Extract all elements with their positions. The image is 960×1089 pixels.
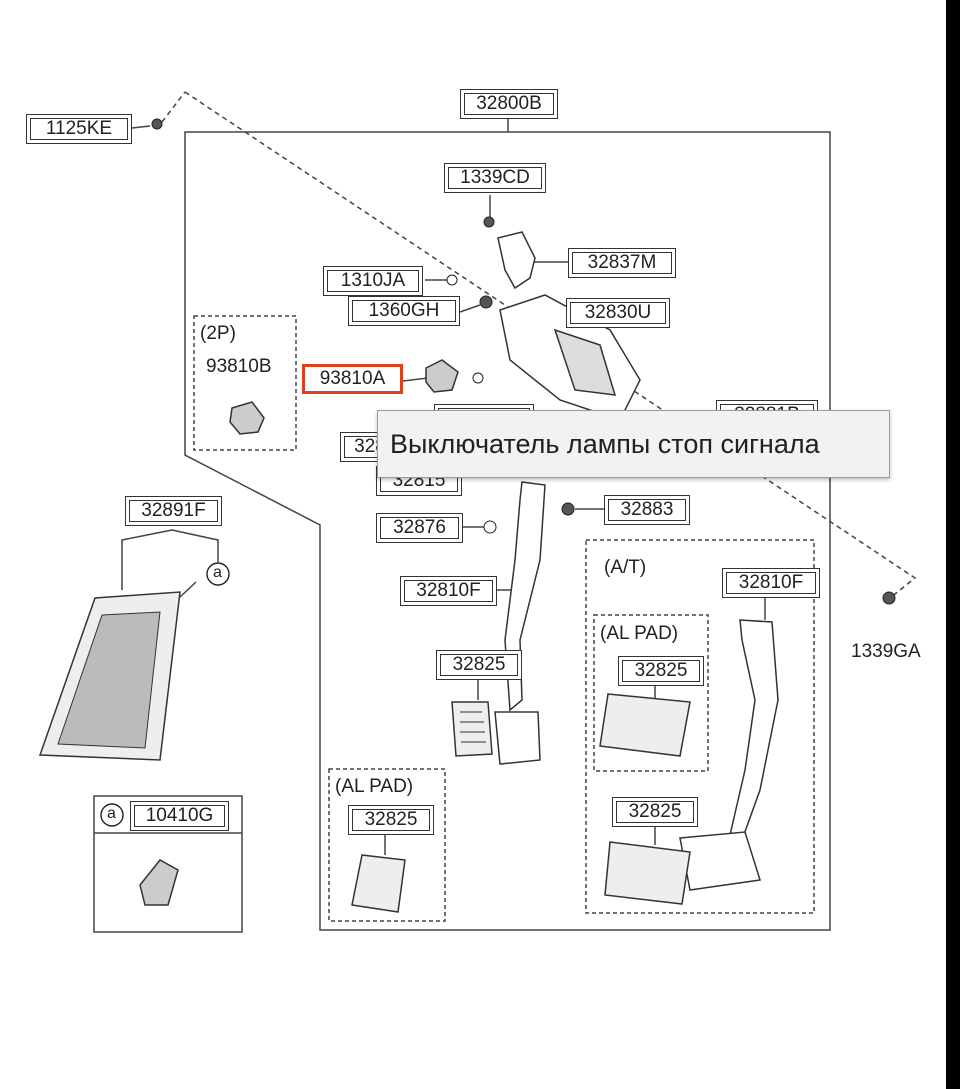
brake-pedal-pad (494, 711, 541, 765)
part-label-1339CD[interactable]: 1339CD (444, 163, 546, 193)
upper-bracket (497, 231, 536, 290)
dashed-guide-line (184, 91, 917, 599)
group-2p-box (193, 315, 297, 451)
window-edge (946, 0, 960, 1089)
group-al-pad-box (328, 768, 446, 922)
group-at-box (585, 539, 815, 914)
part-label-1310JA[interactable]: 1310JA (323, 266, 423, 296)
part-label-32825-at[interactable]: 32825 (612, 797, 698, 827)
part-label-32891F[interactable]: 32891F (125, 496, 222, 526)
group-label-2p: (2P) (200, 323, 236, 344)
clutch-pad (451, 701, 493, 757)
group-label-al-pad-at: (AL PAD) (600, 623, 679, 644)
callout-letter-a: a (213, 564, 222, 581)
group-label-at: (A/T) (604, 557, 647, 578)
group-label-al-pad: (AL PAD) (335, 776, 414, 797)
at-pad (604, 841, 691, 905)
clip-10410g (139, 859, 179, 906)
part-label-32883[interactable]: 32883 (604, 495, 690, 525)
part-label-32800B[interactable]: 32800B (460, 89, 558, 119)
part-label-32825[interactable]: 32825 (436, 650, 522, 680)
part-label-32876[interactable]: 32876 (376, 513, 463, 543)
part-tooltip: Выключатель лампы стоп сигнала (377, 410, 890, 478)
part-label-93810B[interactable]: 93810B (206, 356, 272, 377)
switch-2p (229, 401, 265, 435)
part-label-1125KE[interactable]: 1125KE (26, 114, 132, 144)
part-label-32825-alpad[interactable]: 32825 (348, 805, 434, 835)
part-label-32810F-at[interactable]: 32810F (722, 568, 820, 598)
inset-10410g-box (93, 795, 243, 933)
assembly-outline (184, 131, 831, 931)
part-label-32825-at-alpad[interactable]: 32825 (618, 656, 704, 686)
at-pedal-arm (729, 619, 779, 841)
part-label-32830U[interactable]: 32830U (566, 298, 670, 328)
part-label-1339GA[interactable]: 1339GA (851, 641, 921, 662)
part-label-32810F[interactable]: 32810F (400, 576, 497, 606)
callout-letter-a-inset: a (107, 805, 116, 822)
alpad-small (351, 854, 406, 913)
part-label-10410G[interactable]: 10410G (130, 801, 229, 831)
part-label-1360GH[interactable]: 1360GH (348, 296, 460, 326)
part-label-32837M[interactable]: 32837M (568, 248, 676, 278)
stop-switch (425, 359, 459, 393)
part-label-93810A[interactable]: 93810A (302, 364, 403, 394)
at-alpad (599, 693, 691, 757)
group-al-pad-at-box (593, 614, 709, 772)
at-pedal-pad (679, 831, 761, 891)
